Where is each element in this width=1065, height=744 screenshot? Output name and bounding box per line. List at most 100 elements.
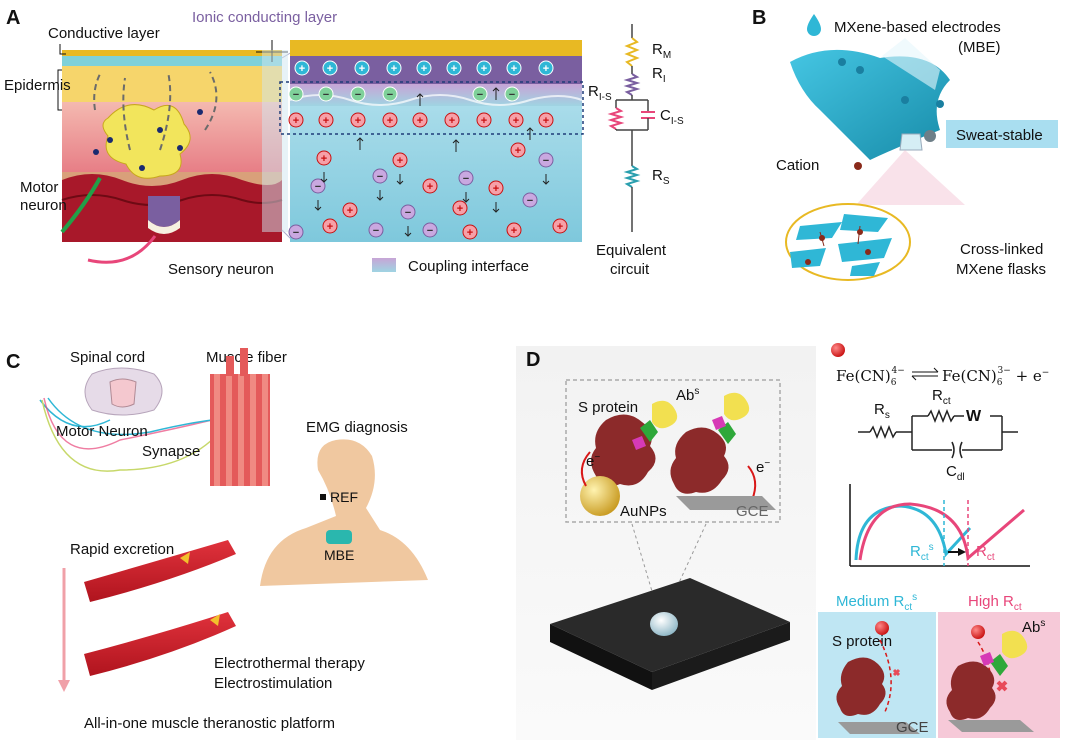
anion-marker (368, 222, 384, 238)
head-figure (260, 439, 428, 586)
rs-sub: S (663, 176, 670, 187)
migration-arrow-icon (452, 139, 460, 152)
mxene-drop-icon (807, 14, 821, 36)
emg-label: EMG diagnosis (306, 419, 408, 436)
cation-marker (508, 112, 524, 128)
cdl-sub: dl (957, 472, 965, 483)
svg-text:CI-S: CI-S (660, 107, 684, 127)
redox-probe-icon (831, 343, 845, 357)
randles-circuit (858, 408, 1018, 459)
svg-text:Abs: Abs (676, 386, 699, 404)
minus-sign: − (293, 89, 299, 101)
cation-marker (392, 152, 408, 168)
ab-label-2: Ab (1022, 619, 1040, 636)
panel-a: A (4, 7, 684, 278)
rct-plot-label: R (976, 543, 987, 560)
high-rct-label: High R (968, 593, 1014, 610)
equilibrium-arrow-icon (911, 367, 939, 381)
rct-d-sub: ct (943, 396, 951, 407)
anion-marker (318, 86, 334, 102)
epidermis-label: Epidermis (4, 77, 71, 94)
ri-label: R (652, 65, 663, 82)
therapy-label-1: Electrothermal therapy (214, 655, 365, 672)
motor-neuron-label-c: Motor Neuron (56, 423, 148, 440)
rcts-plot-sup: s (929, 542, 934, 553)
eq-rhs-sub: 6 (997, 378, 1003, 388)
plus-sign: + (327, 63, 333, 75)
migration-arrow-icon (396, 174, 404, 185)
anion-marker (458, 170, 474, 186)
nyquist-plot (849, 484, 1030, 567)
plus-sign: + (481, 115, 487, 127)
rs-d-label: R (874, 401, 885, 418)
anion-marker (400, 204, 416, 220)
svg-text:RI-S: RI-S (588, 83, 612, 103)
migration-arrow-icon (376, 190, 384, 201)
rm-label: R (652, 41, 663, 58)
plus-sign: + (293, 115, 299, 127)
electron-label-left: e (586, 453, 594, 470)
anion-marker (350, 86, 366, 102)
electron-sup-right: − (764, 458, 770, 469)
migration-arrow-icon (542, 174, 550, 185)
minus-sign: − (543, 155, 549, 167)
cation-marker (354, 60, 370, 76)
plus-sign: + (347, 205, 353, 217)
panel-d: D S protein Abs e− e− AuNPs GCE (516, 343, 1060, 740)
cation-marker (386, 60, 402, 76)
high-rct-sub: ct (1014, 602, 1022, 613)
ionic-layer-label: Ionic conducting layer (192, 9, 337, 26)
conductive-layer-label: Conductive layer (48, 25, 160, 42)
plus-sign: + (513, 115, 519, 127)
eq-rhs-sup: 3− (998, 366, 1011, 376)
rct-plot-sub: ct (987, 552, 995, 563)
ris-label: R (588, 83, 599, 100)
minus-sign: − (373, 225, 379, 237)
plus-sign: + (299, 63, 305, 75)
migration-arrow-icon (416, 93, 424, 106)
minus-sign: − (377, 171, 383, 183)
medium-rct-sup: s (912, 592, 917, 603)
ris-sub: I-S (599, 92, 612, 103)
crosslinked-inset (785, 203, 911, 281)
plus-sign: + (511, 63, 517, 75)
motor-neuron-label-2: neuron (20, 197, 67, 214)
anion-marker (382, 86, 398, 102)
ab-label: Ab (676, 387, 694, 404)
plus-sign: + (557, 221, 563, 233)
anion-marker (372, 168, 388, 184)
eq-tail-sup: − (1042, 368, 1050, 378)
electrode-block (550, 578, 790, 690)
svg-text:Medium Rcts: Medium Rcts (836, 592, 917, 613)
aunp-sphere (580, 476, 620, 516)
cation-marker (506, 222, 522, 238)
plus-sign: + (323, 115, 329, 127)
gce-label-top: GCE (736, 503, 769, 520)
ab-sup-2: s (1040, 618, 1045, 629)
cation-marker (452, 200, 468, 216)
eq-rhs: Fe(CN) (942, 367, 997, 385)
cation-marker (446, 60, 462, 76)
crosslinked-label-1: Cross-linked (960, 241, 1043, 258)
cation-marker (294, 60, 310, 76)
cation-marker (382, 112, 398, 128)
migration-arrow-icon (356, 137, 364, 150)
svg-text:RI: RI (652, 65, 666, 85)
sweat-stable-badge (946, 120, 1058, 148)
cation-marker (350, 112, 366, 128)
eq-tail: + e (1011, 367, 1042, 385)
sensory-neuron-label: Sensory neuron (168, 261, 274, 278)
svg-text:e−: e− (586, 452, 600, 470)
ref-label: REF (330, 489, 358, 505)
cation-marker (322, 218, 338, 234)
anion-marker (472, 86, 488, 102)
migration-arrow-icon (404, 226, 412, 237)
panel-d-letter: D (526, 349, 540, 371)
svg-text:RM: RM (652, 41, 671, 61)
plus-sign: + (449, 115, 455, 127)
cation-marker (342, 202, 358, 218)
rs-d-sub: s (885, 410, 890, 421)
electron-sup-left: − (594, 452, 600, 463)
minus-sign: − (293, 227, 299, 239)
